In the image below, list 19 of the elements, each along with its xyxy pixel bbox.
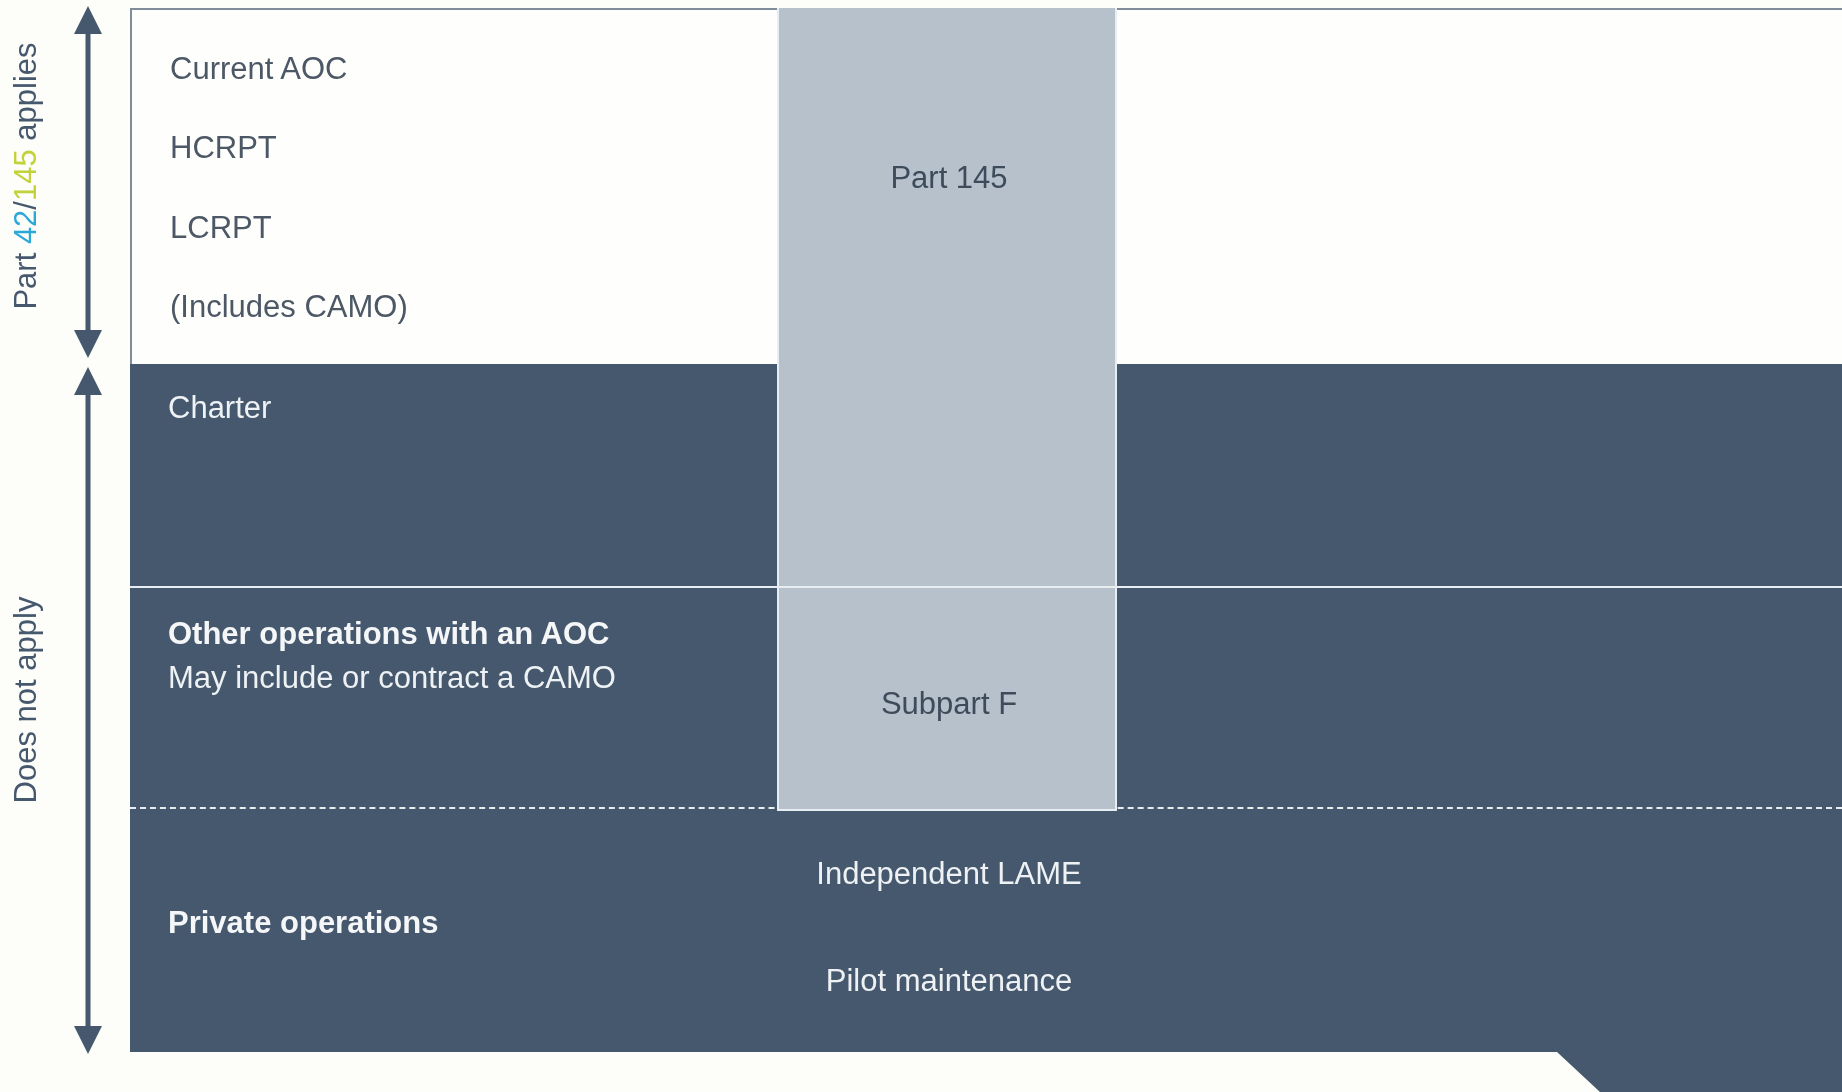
column-band	[777, 586, 1117, 811]
node-text: Subpart F	[880, 686, 1018, 722]
column-band	[777, 8, 1117, 586]
node-text: May include or contract a CAMO	[168, 660, 616, 696]
node-text: Part 145	[890, 160, 1008, 196]
band	[130, 586, 1842, 809]
node-text: Private operations	[168, 905, 439, 941]
node-text: Charter	[168, 390, 272, 426]
node-text: Pilot maintenance	[825, 963, 1073, 999]
band	[130, 809, 1842, 1092]
node-text: (Includes CAMO)	[170, 289, 408, 325]
node-text: Current AOC	[170, 51, 348, 87]
band	[130, 364, 777, 586]
axis-label: Does not apply	[8, 596, 44, 804]
node-text: LCRPT	[170, 210, 272, 246]
node-text: Other operations with an AOC	[168, 616, 610, 652]
node-text: HCRPT	[170, 130, 277, 166]
node-text: Independent LAME	[816, 856, 1082, 892]
axis-label: Part 42/145 applies	[8, 42, 44, 310]
